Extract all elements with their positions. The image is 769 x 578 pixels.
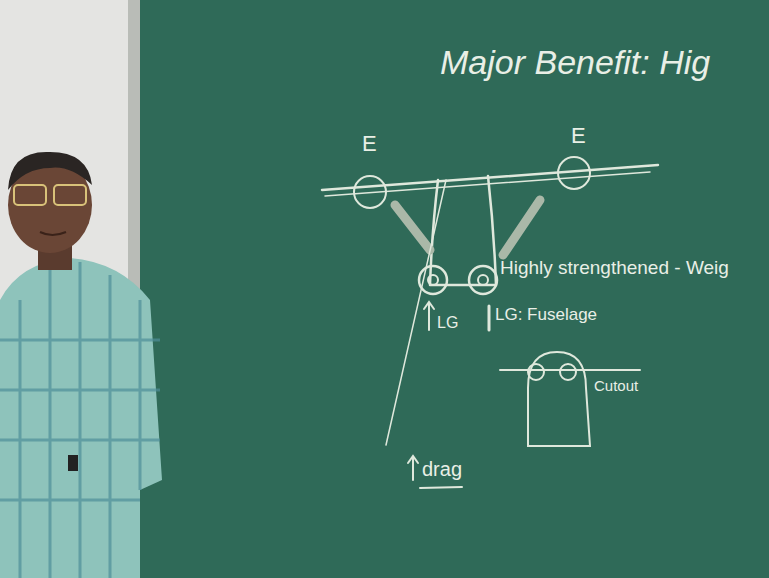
engine <box>558 157 590 189</box>
engine-label: E <box>571 124 586 148</box>
landing-gear <box>478 275 488 285</box>
leader-line <box>386 180 446 445</box>
glasses <box>54 185 86 205</box>
engine-label: E <box>362 132 377 156</box>
drag-label: drag <box>422 458 462 480</box>
wing-section <box>500 369 640 371</box>
board-heading: Major Benefit: Hig <box>440 44 710 81</box>
landing-gear <box>428 275 438 285</box>
cutout-label: Cutout <box>594 378 638 395</box>
mouth <box>40 232 66 235</box>
microphone <box>68 455 78 471</box>
gear-label: LG <box>437 314 458 332</box>
aircraft-sketch <box>322 157 658 488</box>
strut <box>503 200 540 255</box>
shirt <box>0 258 162 578</box>
underline <box>420 487 462 488</box>
cutout-circle <box>528 364 544 380</box>
fuselage-section <box>528 352 590 446</box>
note-text: Highly strengthened - Weig <box>500 258 729 279</box>
engine <box>354 176 386 208</box>
glasses <box>14 185 46 205</box>
arrow-up <box>424 302 434 330</box>
cutout-circle <box>560 364 576 380</box>
arrow-mark <box>488 306 491 330</box>
arrow-up <box>408 456 418 480</box>
landing-gear <box>469 266 497 294</box>
shirt-checks <box>0 262 160 578</box>
strut <box>395 205 430 250</box>
note-text: LG: Fuselage <box>495 306 597 325</box>
lecturer <box>0 152 162 578</box>
